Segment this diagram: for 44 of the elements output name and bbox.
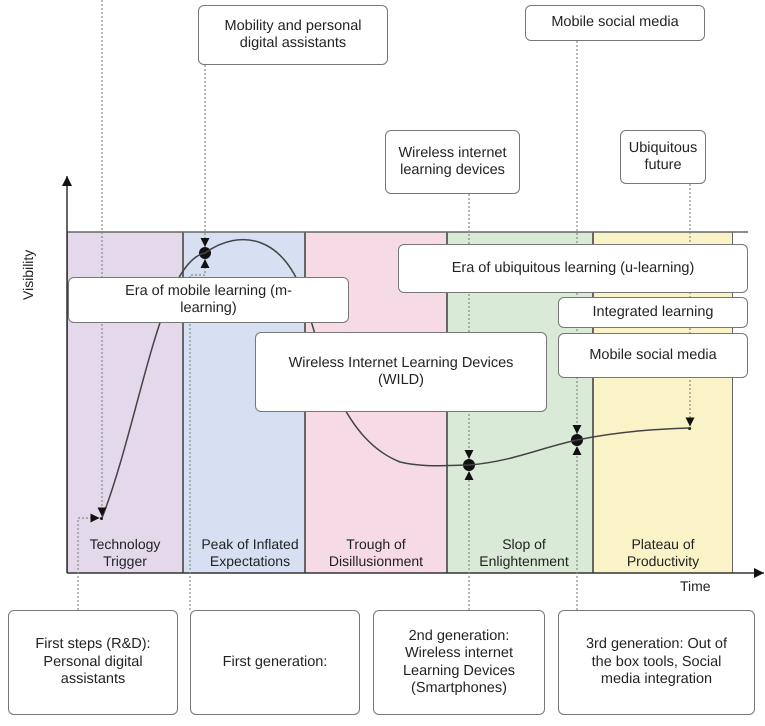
phase-label: Peak of Inflated Expectations — [200, 536, 300, 570]
box-text: Integrated learning — [592, 304, 714, 322]
text-box — [255, 332, 547, 412]
leader-line — [572, 41, 582, 434]
leader-line — [686, 184, 694, 426]
box-text: First generation: — [222, 654, 328, 672]
curve-point — [100, 516, 103, 520]
axis-label: Visibility — [20, 250, 36, 300]
box-text: Era of mobile learning (m-learning) — [124, 282, 293, 318]
text-box — [398, 244, 748, 293]
box-text: 2nd generation: Wireless internet Learning Devices (Smartphones) — [402, 628, 516, 698]
box-text: Mobility and personal digital assistants — [223, 18, 363, 52]
text-box — [8, 610, 178, 715]
box-text: Wireless internet learning devices — [398, 144, 508, 180]
phase-label: Slop of Enlightenment — [478, 536, 570, 570]
leader-line — [464, 194, 474, 459]
phase-label: Trough of Disillusionment — [328, 536, 424, 570]
text-box — [198, 5, 388, 65]
text-box — [558, 297, 748, 328]
leader-line — [98, 0, 106, 516]
axis-label: Time — [680, 578, 711, 594]
box-text: Mobile social media — [551, 14, 679, 32]
text-box — [385, 130, 520, 194]
leader-line — [572, 446, 582, 610]
curve-point — [688, 426, 691, 430]
box-text: Mobile social media — [589, 346, 717, 364]
text-box — [525, 5, 705, 41]
text-box — [620, 130, 706, 184]
box-text: 3rd generation: Out of the box tools, Social media integration — [584, 636, 728, 689]
text-box — [558, 610, 755, 715]
leader-line — [189, 259, 210, 610]
phase-label: Plateau of Productivity — [626, 536, 700, 570]
box-text: Wireless Internet Learning Devices (WILD) — [288, 354, 514, 390]
phase-label: Technology Trigger — [88, 536, 162, 570]
text-box — [190, 610, 360, 715]
text-box — [68, 277, 349, 323]
box-text: Ubiquitous future — [628, 140, 698, 174]
text-box — [373, 610, 545, 715]
box-text: Era of ubiquitous learning (u-learning) — [452, 260, 694, 278]
leader-line — [464, 471, 474, 610]
box-text: First steps (R&D): Personal digital assistants — [34, 636, 152, 689]
leader-line — [200, 65, 210, 247]
text-box — [558, 333, 748, 378]
leader-line — [77, 514, 100, 610]
